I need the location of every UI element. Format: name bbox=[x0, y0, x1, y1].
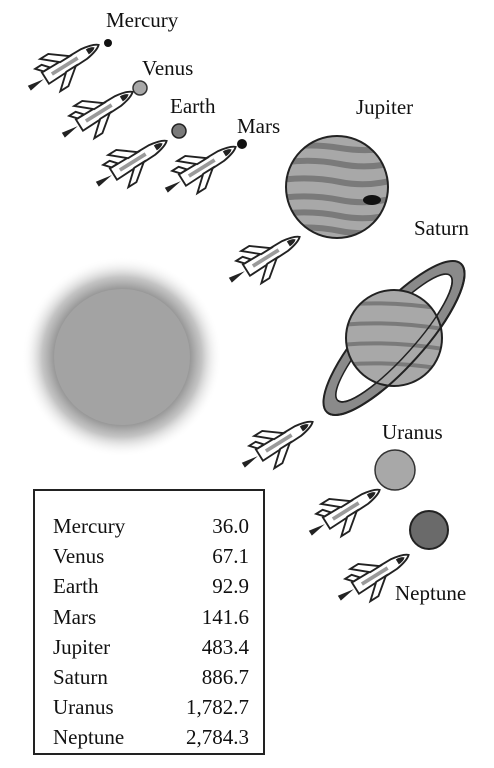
table-row: Saturn 886.7 bbox=[53, 662, 249, 692]
rocket-ship bbox=[218, 218, 312, 299]
table-row: Earth 92.9 bbox=[53, 571, 249, 601]
table-planet-name: Earth bbox=[53, 574, 99, 599]
table-row: Jupiter 483.4 bbox=[53, 632, 249, 662]
rocket-ship bbox=[85, 122, 179, 203]
rocket-ship bbox=[154, 128, 248, 209]
table-distance: 483.4 bbox=[201, 634, 249, 659]
neptune-planet bbox=[409, 510, 449, 550]
table-row: Uranus 1,782.7 bbox=[53, 692, 249, 722]
table-planet-name: Venus bbox=[53, 544, 105, 569]
venus-label: Venus bbox=[142, 56, 194, 80]
table-distance: 92.9 bbox=[212, 574, 249, 599]
venus-planet bbox=[132, 80, 148, 96]
mercury-planet bbox=[104, 39, 112, 47]
neptune-label: Neptune bbox=[395, 581, 467, 605]
table-distance: 141.6 bbox=[201, 604, 249, 629]
rocket-ship bbox=[298, 471, 392, 552]
uranus-label: Uranus bbox=[382, 420, 443, 444]
table-row: Mars 141.6 bbox=[53, 602, 249, 632]
table-distance: 67.1 bbox=[212, 544, 249, 569]
mercury-label: Mercury bbox=[106, 8, 179, 32]
earth-label: Earth bbox=[170, 94, 216, 118]
sun bbox=[54, 289, 190, 425]
jupiter-planet bbox=[285, 135, 389, 239]
table-distance: 36.0 bbox=[212, 514, 249, 538]
jupiter-label: Jupiter bbox=[356, 95, 414, 119]
table-planet-name: Neptune bbox=[53, 725, 125, 750]
mars-planet bbox=[237, 139, 247, 149]
table-row: Neptune 2,784.3 bbox=[53, 722, 249, 752]
rocket-ship bbox=[17, 26, 111, 107]
table-planet-name: Saturn bbox=[53, 664, 108, 689]
table-row: Venus 67.1 bbox=[53, 541, 249, 571]
table-planet-name: Mercury bbox=[53, 514, 126, 538]
table-planet-name: Jupiter bbox=[53, 634, 111, 659]
table-distance: 1,782.7 bbox=[186, 695, 249, 720]
rocket-ship bbox=[231, 403, 325, 484]
earth-planet bbox=[171, 123, 187, 139]
table-distance: 886.7 bbox=[201, 664, 249, 689]
table-planet-name: Uranus bbox=[53, 695, 114, 720]
table-distance: 2,784.3 bbox=[186, 725, 249, 750]
saturn-label: Saturn bbox=[414, 216, 469, 240]
uranus-planet bbox=[374, 449, 416, 491]
saturn-planet bbox=[322, 260, 466, 416]
table-row: Mercury 36.0 bbox=[53, 511, 249, 541]
table-planet-name: Mars bbox=[53, 604, 97, 629]
distance-table: Mercury 36.0 Venus 67.1 Earth 92.9 Mars … bbox=[33, 489, 265, 755]
mars-label: Mars bbox=[237, 114, 281, 138]
